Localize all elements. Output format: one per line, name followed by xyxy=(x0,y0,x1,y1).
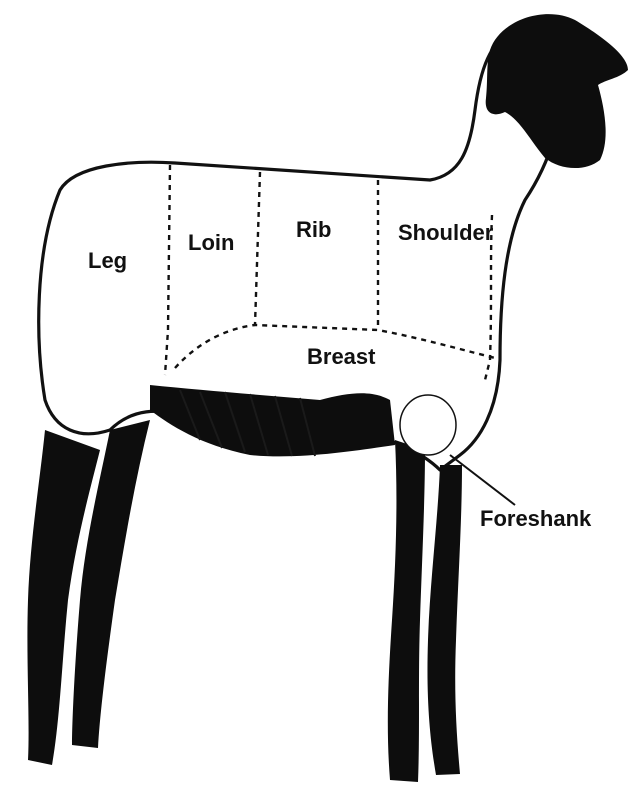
foreshank-patch xyxy=(400,395,456,455)
label-rib: Rib xyxy=(296,217,331,242)
label-foreshank: Foreshank xyxy=(480,506,592,531)
label-loin: Loin xyxy=(188,230,234,255)
label-leg: Leg xyxy=(88,248,127,273)
fore-leg-front xyxy=(427,465,462,775)
label-breast: Breast xyxy=(307,344,376,369)
label-shoulder: Shoulder xyxy=(398,220,494,245)
fore-leg-back xyxy=(388,440,425,782)
